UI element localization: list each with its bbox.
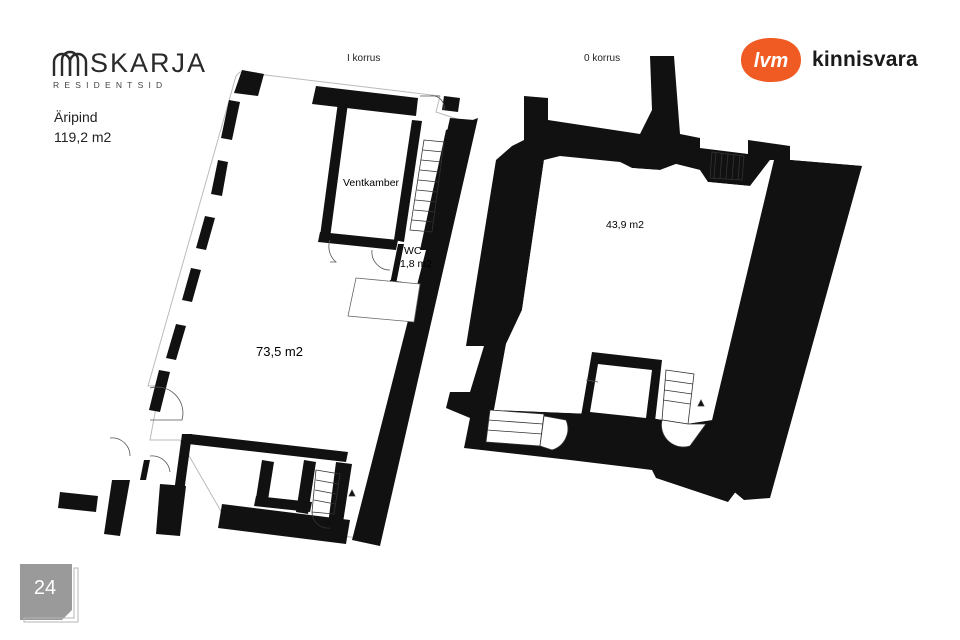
room-label-ventkamber: Ventkamber [343, 177, 400, 189]
page-number-badge [20, 564, 79, 623]
first-floor-bottom-walls [58, 434, 352, 544]
floor-plan-zero-floor: 43,9 m2 [446, 56, 862, 502]
room-area-main: 73,5 m2 [256, 344, 303, 359]
room-area-wc: 1,8 m2 [400, 258, 432, 270]
zero-floor-top-stairs [709, 151, 745, 181]
brand-logo: SKARJA RESIDENTSID [52, 50, 207, 90]
brand-name: SKARJA [90, 48, 208, 78]
zero-floor-right-wall [720, 160, 862, 500]
first-floor-right-wall [352, 118, 478, 546]
page-number: 24 [33, 577, 57, 599]
first-floor-top-stairs [409, 139, 445, 233]
agency-logo: lvm kinnisvara [740, 36, 918, 84]
agency-name: kinnisvara [812, 48, 918, 71]
zero-floor-inner-area [494, 160, 770, 424]
door-swings [109, 95, 445, 473]
zero-floor-center-box [580, 352, 662, 430]
room-area-basement: 43,9 m2 [606, 219, 644, 231]
floor-plan-first-floor: Ventkamber WC 1,8 m2 73,5 m2 [58, 70, 478, 546]
first-floor-bottom-stairs [311, 469, 356, 529]
brand-name-row: SKARJA [52, 50, 207, 77]
floor-label-zero: 0 korrus [584, 53, 621, 64]
lvm-badge-text: lvm [754, 50, 788, 72]
zero-floor-bottom-stairs-right [661, 369, 707, 448]
property-total-area: 119,2 m2 [54, 129, 112, 145]
storage-box [347, 277, 421, 323]
brand-subtitle: RESIDENTSID [53, 80, 168, 90]
zero-floor-bottom-stairs-left [485, 409, 569, 451]
room-label-wc: WC [404, 245, 422, 257]
ventkamber-walls [318, 102, 422, 250]
property-title: Äripind [54, 109, 98, 125]
floor-label-first: I korrus [347, 53, 381, 64]
first-floor-left-wall [140, 70, 264, 480]
house-arch-logo-icon [52, 50, 88, 76]
lvm-badge-icon: lvm [741, 38, 801, 82]
